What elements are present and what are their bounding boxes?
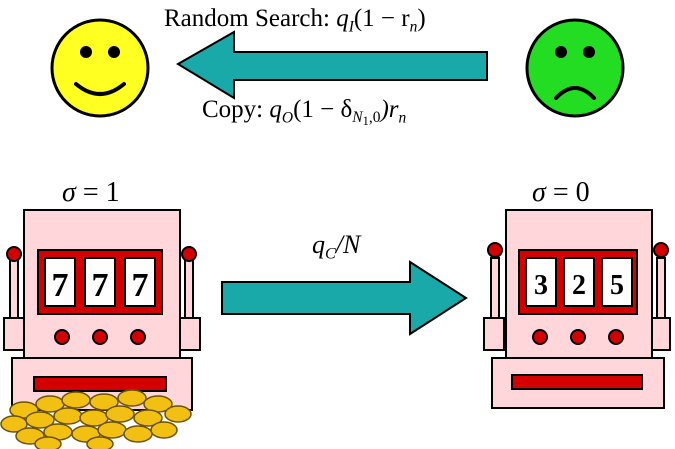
arrow-right-icon xyxy=(221,260,468,336)
q-subscript: C xyxy=(325,245,336,263)
q-symbol: q xyxy=(312,230,325,259)
sigma-symbol: σ xyxy=(62,177,76,208)
copy-label: Copy: qO(1 − δN1,0)rn xyxy=(202,96,406,128)
copy-factor: (1 − δ xyxy=(293,96,353,123)
slot-machine-right xyxy=(483,209,671,409)
q-subscript: O xyxy=(281,109,294,127)
sigma-right-label: σ = 0 xyxy=(532,179,590,207)
q-symbol: q xyxy=(269,96,282,123)
delta-subscript-tail: ,0 xyxy=(368,109,381,127)
q-subscript: I xyxy=(348,18,354,36)
copy-close: )r xyxy=(380,96,399,123)
sigma-value: = 0 xyxy=(545,177,590,208)
q-symbol: q xyxy=(336,5,349,32)
sigma-left-label: σ = 1 xyxy=(62,179,120,207)
r-subscript: n xyxy=(409,18,418,36)
sad-face-icon xyxy=(525,18,625,118)
rate-label: qC/N xyxy=(312,230,361,263)
reel-right-2: 2 xyxy=(572,270,586,301)
reel-left-1: 7 xyxy=(52,267,69,304)
sigma-symbol: σ xyxy=(532,177,546,208)
coins-icon xyxy=(0,389,192,449)
reel-left-3: 7 xyxy=(132,267,149,304)
happy-face-icon xyxy=(50,18,150,118)
random-search-text: Random Search: xyxy=(164,5,330,32)
copy-text: Copy: xyxy=(202,96,264,123)
reel-right-1: 3 xyxy=(534,270,548,301)
delta-subscript-num: 1 xyxy=(362,114,369,129)
arrow-left-icon xyxy=(176,30,488,100)
slot-machine-left xyxy=(3,209,201,411)
reel-right-3: 5 xyxy=(610,270,624,301)
rate-denominator: /N xyxy=(335,230,361,259)
r-subscript: n xyxy=(398,109,407,127)
delta-subscript-base: N xyxy=(352,109,363,127)
random-search-label: Random Search: qI(1 − rn) xyxy=(164,5,426,35)
sigma-value: = 1 xyxy=(75,177,120,208)
random-search-factor: (1 − r xyxy=(353,5,410,32)
reel-left-2: 7 xyxy=(92,267,109,304)
random-search-close: ) xyxy=(417,5,426,32)
